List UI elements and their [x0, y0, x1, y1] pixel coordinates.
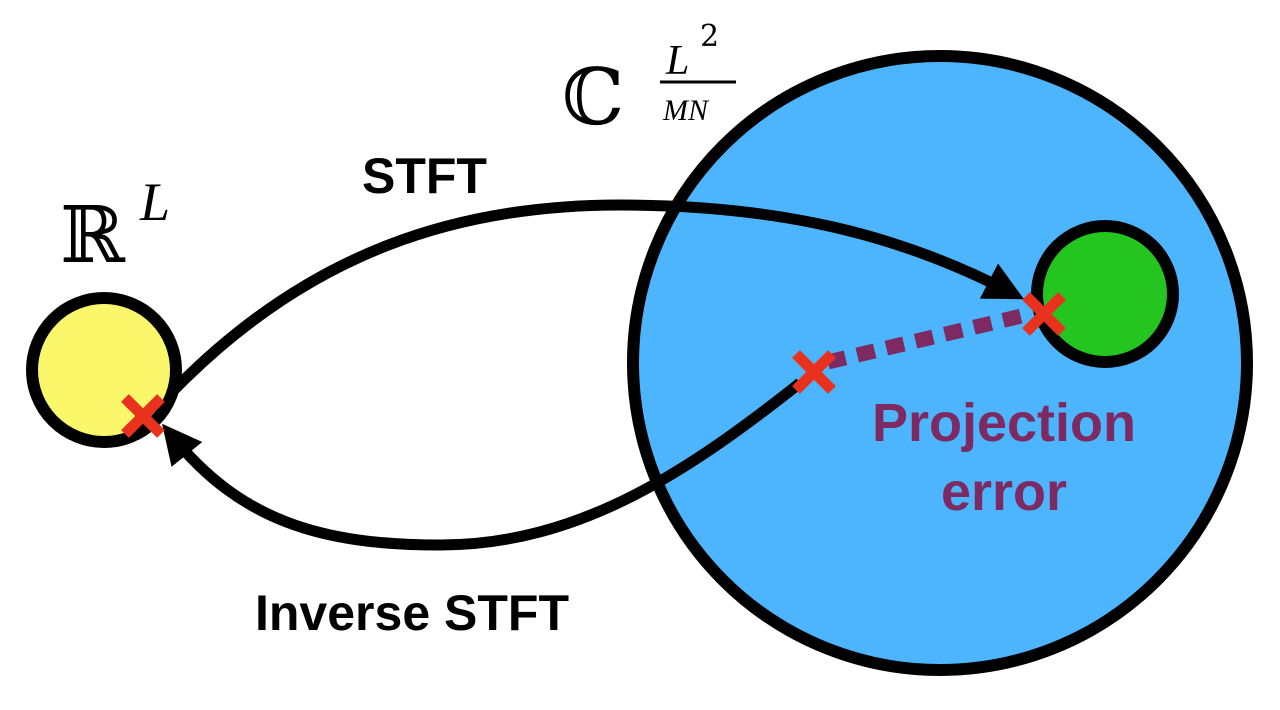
inverse-stft-arrow — [162, 378, 804, 551]
marker-consistent — [1022, 292, 1066, 336]
complex-exponent-numerator: L — [665, 38, 689, 84]
complex-space-symbol: ℂ — [562, 53, 624, 143]
projection-error-label-line2: error — [941, 462, 1067, 522]
complex-exponent-denominator: MN — [662, 94, 710, 127]
inverse-stft-label: Inverse STFT — [255, 585, 569, 641]
real-space-exponent: L — [139, 172, 170, 232]
stft-arrow — [168, 199, 1025, 396]
stft-label: STFT — [362, 148, 487, 204]
real-space-symbol: ℝ — [60, 191, 126, 281]
marker-spectrogram — [792, 350, 836, 394]
complex-exponent-numerator-power: 2 — [700, 19, 719, 54]
consistent-set-circle — [1031, 220, 1179, 368]
projection-error-line — [826, 306, 1032, 370]
projection-error-label-line1: Projection — [872, 393, 1136, 453]
complex-space-circle — [627, 50, 1253, 676]
marker-real-space — [121, 394, 165, 438]
